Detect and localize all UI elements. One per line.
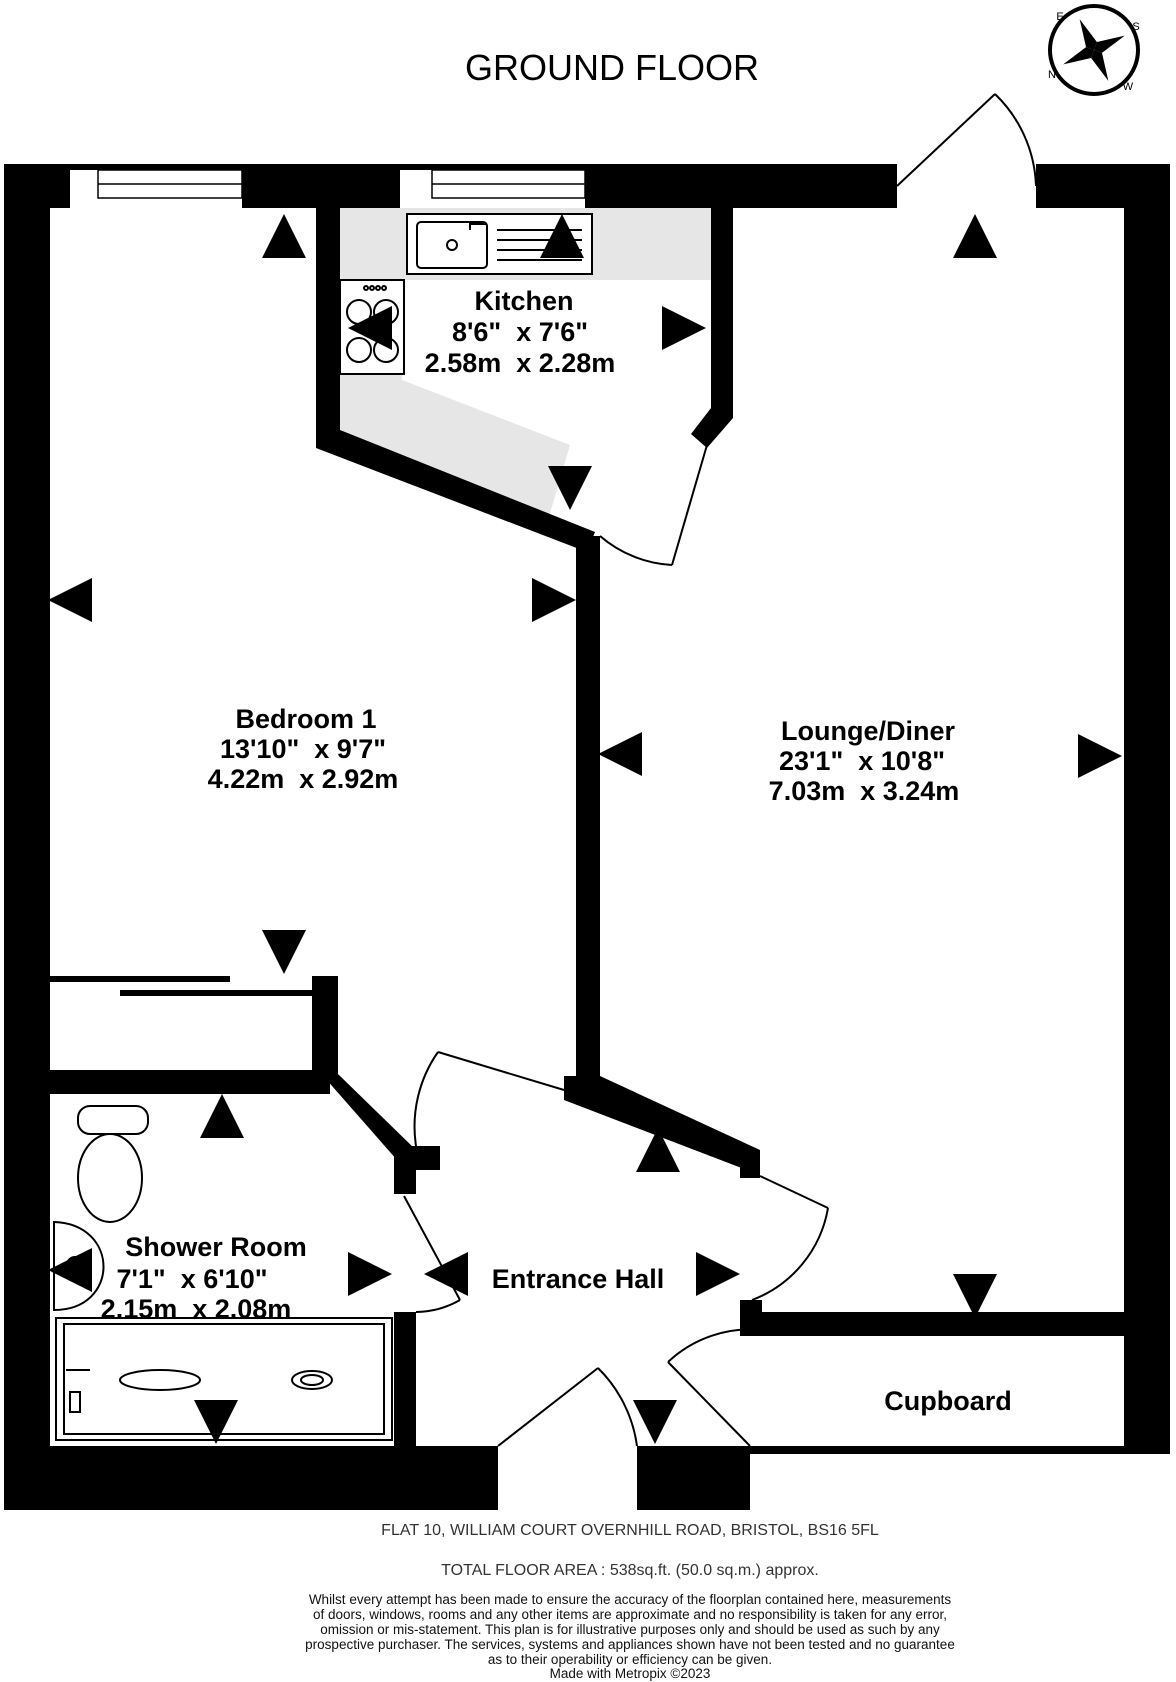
footer: FLAT 10, WILLIAM COURT OVERNHILL ROAD, B… — [305, 1522, 955, 1681]
room-name: Bedroom 1 — [235, 704, 376, 734]
dimension-arrow-icon — [696, 1252, 740, 1296]
room-dimensions-imperial: 13'10" x 9'7" — [220, 734, 386, 764]
room-cupboard: Cupboard — [884, 1386, 1012, 1416]
property-address: FLAT 10, WILLIAM COURT OVERNHILL ROAD, B… — [381, 1522, 879, 1539]
dimension-arrow-icon — [598, 732, 642, 776]
room-entrance-hall: Entrance Hall — [492, 1264, 665, 1294]
room-name: Kitchen — [474, 286, 573, 316]
room-dimensions-imperial: 8'6" x 7'6" — [452, 317, 588, 347]
dimension-arrow-icon — [633, 1400, 677, 1444]
kitchen-floor — [338, 208, 712, 520]
total-floor-area: TOTAL FLOOR AREA : 538sq.ft. (50.0 sq.m.… — [441, 1562, 819, 1579]
dimension-arrow-icon — [200, 1094, 244, 1138]
dimension-arrow-icon — [662, 306, 706, 350]
dimension-arrow-icon — [348, 306, 392, 350]
dimension-arrow-icon — [424, 1252, 468, 1296]
room-dimensions-imperial: 7'1" x 6'10" — [116, 1264, 267, 1294]
dimension-arrow-icon — [548, 466, 592, 510]
compass-letter: N — [1048, 69, 1056, 81]
dimension-arrow-icon — [636, 1128, 680, 1172]
room-lounge-diner: Lounge/Diner 23'1" x 10'8" 7.03m x 3.24m — [769, 716, 960, 806]
walls — [4, 164, 1170, 1510]
dimension-arrow-icon — [953, 1274, 997, 1318]
room-dimensions-metric: 2.58m x 2.28m — [425, 348, 616, 378]
dimension-arrow-icon — [194, 1400, 238, 1444]
compass-letter: W — [1123, 81, 1134, 93]
room-name: Shower Room — [125, 1232, 307, 1262]
dimension-arrow-icon — [953, 214, 997, 258]
dimension-arrow-icon — [48, 1248, 92, 1292]
room-name: Cupboard — [884, 1386, 1012, 1416]
disclaimer-line: of doors, windows, rooms and any other i… — [313, 1607, 947, 1622]
toilet-icon — [77, 1105, 149, 1223]
dimension-arrow-icon — [48, 578, 92, 622]
dimension-arrow-icon — [348, 1252, 392, 1296]
room-dimensions-metric: 4.22m x 2.92m — [208, 764, 399, 794]
room-dimensions-imperial: 23'1" x 10'8" — [779, 746, 945, 776]
dimension-arrow-icon — [262, 214, 306, 258]
room-bedroom-1: Bedroom 1 13'10" x 9'7" 4.22m x 2.92m — [208, 704, 399, 794]
compass-letter: S — [1132, 21, 1139, 33]
window — [97, 169, 586, 199]
room-name: Lounge/Diner — [781, 716, 955, 746]
dimension-arrow-icon — [262, 930, 306, 974]
doors — [403, 93, 1037, 1447]
dimension-arrow-icon — [1078, 734, 1122, 778]
disclaimer-line: prospective purchaser. The services, sys… — [305, 1637, 955, 1652]
disclaimer-line: Whilst every attempt has been made to en… — [309, 1592, 952, 1607]
floor-title: GROUND FLOOR — [465, 47, 759, 88]
room-dimensions-metric: 7.03m x 3.24m — [769, 776, 960, 806]
dimension-arrow-icon — [532, 578, 576, 622]
room-dimensions-metric: 2.15m x 2.08m — [101, 1294, 292, 1324]
metropix-credit: Made with Metropix ©2023 — [550, 1666, 711, 1681]
compass-rose-icon: E S N W — [1048, 4, 1140, 96]
dimension-arrow-icon — [540, 214, 584, 258]
compass-letter: E — [1056, 11, 1063, 23]
room-name: Entrance Hall — [492, 1264, 665, 1294]
disclaimer-line: omission or mis-statement. This plan is … — [320, 1622, 940, 1637]
disclaimer-line: as to their operability or efficiency ca… — [488, 1652, 772, 1667]
room-kitchen: Kitchen 8'6" x 7'6" 2.58m x 2.28m — [425, 286, 616, 378]
dimension-arrows — [48, 214, 1122, 1444]
room-shower-room: Shower Room 7'1" x 6'10" 2.15m x 2.08m — [101, 1232, 307, 1324]
